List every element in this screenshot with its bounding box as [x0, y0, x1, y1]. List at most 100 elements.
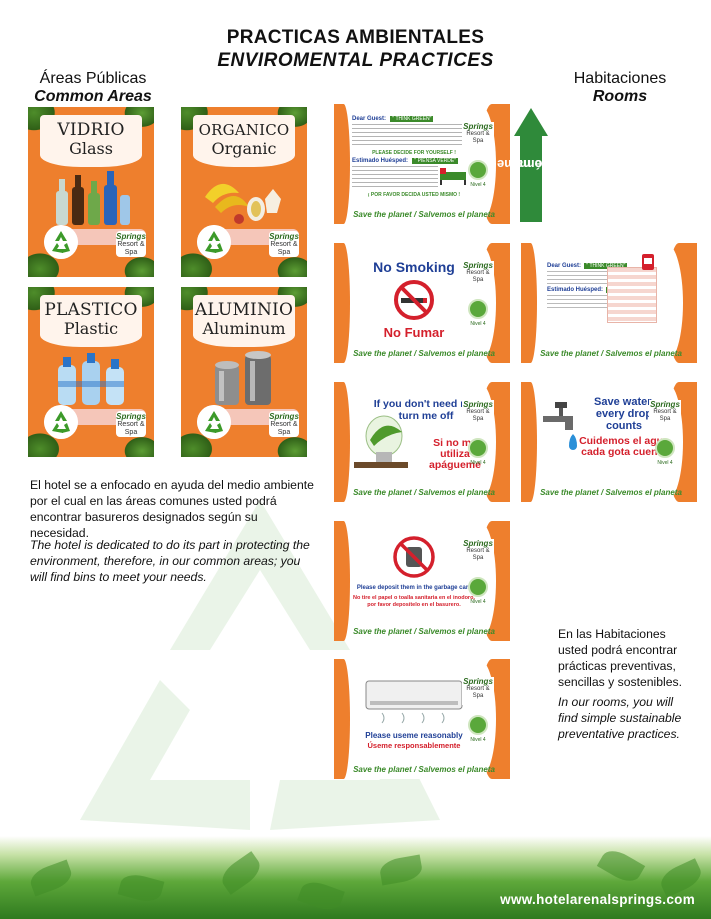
leaf-icon — [596, 845, 646, 887]
section-heading-es: Áreas Públicas — [39, 70, 147, 87]
decide-en: PLEASE DECIDE FOR YOURSELF ! — [372, 150, 456, 156]
no-smoking-icon — [394, 280, 434, 320]
save-planet-tag: Save the planet / Salvemos el planeta — [353, 627, 495, 636]
save-planet-tag: Save the planet / Salvemos el planeta — [540, 488, 682, 497]
recycle-watermark-icon — [80, 500, 440, 830]
lights-en: If you don't need me, turn me off — [373, 398, 479, 422]
instructions-box — [607, 267, 657, 323]
no-flush-icon — [393, 536, 435, 578]
nivel-seal-icon — [468, 160, 488, 180]
decide-es: ¡ POR FAVOR DECIDA USTED MISMO ! — [367, 192, 461, 198]
bin-label-es: ORGANICO — [198, 121, 290, 139]
garbage-en: Please deposit them in the garbage can. — [356, 585, 472, 591]
estimado-label: Estimado Huésped: — [547, 287, 604, 293]
think-green-tag: " THINK GREEN" — [390, 116, 434, 122]
page-title: PRACTICAS AMBIENTALES — [226, 27, 485, 48]
think-green-tag: " THINK GREEN" — [584, 263, 628, 269]
plastic-bottles-icon — [58, 353, 124, 405]
ac-es: Úseme responsablemente — [367, 741, 461, 750]
piensa-verde-tag: " PIENSA VERDE" — [412, 158, 459, 164]
recycle-icon — [44, 405, 78, 439]
save-planet-tag: Save the planet / Salvemos el planeta — [540, 349, 682, 358]
section-heading-en: Common Areas — [34, 88, 152, 105]
card-turn-off-lights: If you don't need me, turn me off Si no … — [334, 382, 510, 502]
leaf-icon — [378, 854, 424, 886]
leaf-icon — [297, 877, 345, 915]
ac-en: Please useme reasonably — [365, 731, 463, 740]
section-heading-es: Habitaciones — [573, 70, 667, 87]
dear-guest-label: Dear Guest: — [352, 116, 387, 122]
card-air-conditioner: Please useme reasonably Úseme responsabl… — [334, 659, 510, 779]
light-bulb-icon — [354, 415, 408, 468]
page-subtitle: ENVIROMENTAL PRACTICES — [217, 50, 494, 71]
glass-bottles-icon — [56, 171, 130, 225]
leaf-icon — [275, 435, 307, 457]
dear-guest-label: Dear Guest: — [547, 263, 582, 269]
nivel-seal-icon — [468, 299, 488, 319]
nivel-seal-icon — [468, 438, 488, 458]
towel-icon — [642, 254, 654, 270]
bin-label-en: Organic — [211, 139, 277, 158]
leaf-icon — [216, 851, 266, 895]
take-me-arrow-icon — [514, 108, 548, 222]
bin-label-en: Aluminum — [202, 319, 286, 338]
garbage-es: No tire el papel o toalla sanitaria en e… — [353, 595, 475, 608]
section-heading-rooms: Habitaciones Rooms — [560, 70, 680, 106]
take-me-label: Tómame Take me — [497, 157, 564, 172]
bin-label-es: ALUMINIO — [194, 300, 294, 320]
food-waste-icon — [205, 183, 281, 224]
faucet-icon — [543, 402, 577, 450]
water-en: Save water, every drop counts — [594, 396, 654, 432]
public-areas-text-es: El hotel se a enfocado en ayuda del medi… — [30, 478, 314, 540]
card-think-green-2: Dear Guest: " THINK GREEN" Estimado Hués… — [521, 243, 697, 363]
nivel-seal-icon — [655, 438, 675, 458]
estimado-label: Estimado Huésped: — [352, 158, 409, 164]
public-areas-text-en: The hotel is dedicated to do its part in… — [30, 538, 310, 584]
recycle-icon — [44, 225, 78, 259]
nivel-seal-icon — [468, 715, 488, 735]
footer-banner — [0, 836, 711, 919]
card-think-green: Dear Guest: " THINK GREEN" PLEASE DECIDE… — [334, 104, 510, 224]
bin-label-es: PLASTICO — [44, 300, 138, 320]
rooms-text-en: In our rooms, you will find simple susta… — [558, 695, 682, 741]
lights-es: Si no me utiliza apágueme — [429, 437, 481, 471]
save-planet-tag: Save the planet / Salvemos el planeta — [353, 210, 495, 219]
leaf-icon — [27, 859, 75, 897]
no-smoking-en: No Smoking — [373, 259, 455, 275]
section-heading-public: Áreas Públicas Common Areas — [28, 70, 158, 106]
website-url[interactable]: www.hotelarenalsprings.com — [500, 892, 695, 907]
leaf-icon — [117, 870, 165, 906]
card-save-water: Save water, every drop counts Cuidemos e… — [521, 382, 697, 502]
section-heading-en: Rooms — [592, 88, 648, 105]
recycle-icon — [197, 405, 231, 439]
leaf-icon — [122, 435, 154, 457]
air-conditioner-icon — [365, 680, 463, 724]
no-smoking-es: No Fumar — [383, 325, 445, 340]
save-planet-tag: Save the planet / Salvemos el planeta — [353, 488, 495, 497]
nivel-seal-icon — [468, 577, 488, 597]
save-planet-tag: Save the planet / Salvemos el planeta — [353, 349, 495, 358]
recycle-icon — [197, 225, 231, 259]
bin-label-es: VIDRIO — [57, 120, 125, 140]
bin-label-en: Glass — [69, 139, 113, 158]
bin-label-en: Plastic — [63, 319, 119, 338]
water-es: Cuidemos el agua cada gota cuenta — [579, 435, 669, 458]
rooms-text-es: En las Habitaciones usted podrá encontra… — [558, 627, 682, 689]
bed-icon — [440, 168, 466, 185]
aluminum-cans-icon — [215, 351, 271, 405]
leaf-icon — [122, 255, 154, 277]
